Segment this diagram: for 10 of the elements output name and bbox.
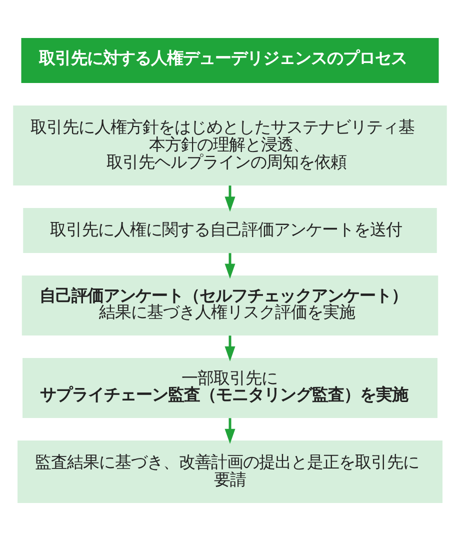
node-box: 一部取引先にサプライチェーン監査（モニタリング監査）を実施 [22, 358, 438, 418]
node-box: 取引先に人権方針をはじめとしたサステナビリティ基本方針の理解と浸透、取引先ヘルプラインの周知を依頼 [13, 106, 447, 186]
node-box: 監査結果に基づき、改善計画の提出と是正を取引先に要請 [18, 440, 442, 503]
node-box: 取引先に対する人権デューデリジェンスのプロセス [21, 38, 439, 83]
arrow [224, 253, 236, 279]
arrow [224, 186, 236, 212]
arrow [224, 336, 236, 362]
node-box: 自己評価アンケート（セルフチェックアンケート）結果に基づき人権リスク評価を実施 [22, 276, 438, 336]
arrow [224, 418, 236, 444]
node-box: 取引先に人権に関する自己評価アンケートを送付 [23, 208, 437, 253]
